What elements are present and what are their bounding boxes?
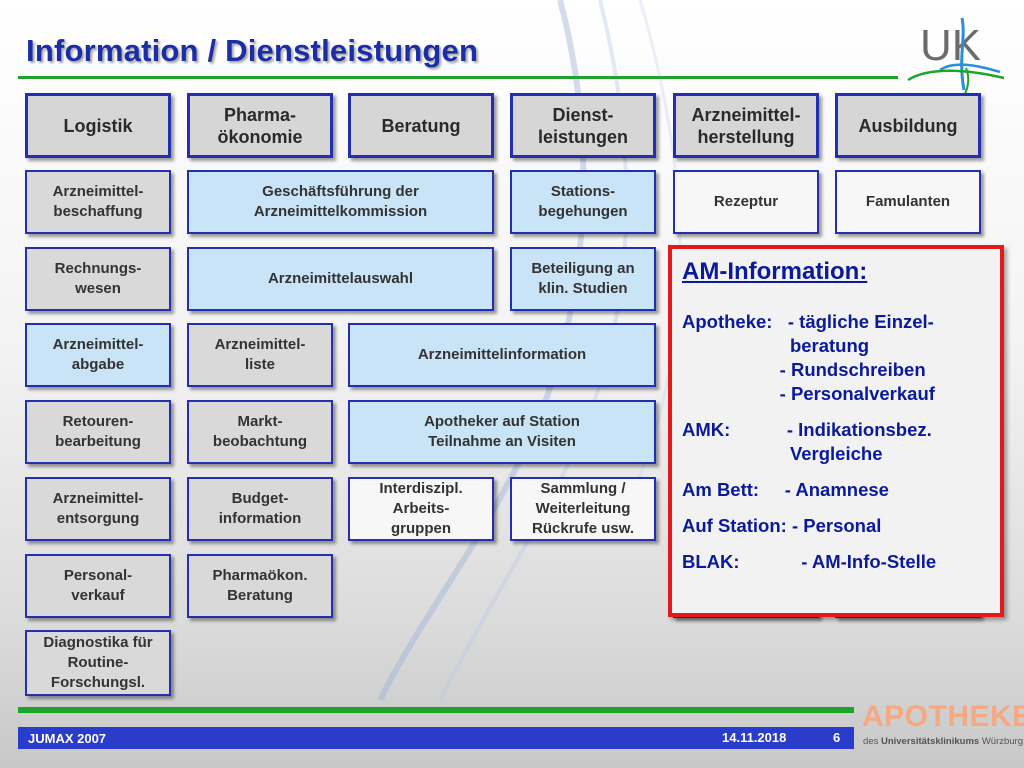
box-interdisziplinaer: Interdiszipl. Arbeits- gruppen — [348, 477, 494, 541]
box-abgabe: Arzneimittel- abgabe — [25, 323, 171, 387]
column-ausbildung: Ausbildung — [835, 93, 981, 158]
box-rechnungswesen: Rechnungs- wesen — [25, 247, 171, 311]
box-budget: Budget- information — [187, 477, 333, 541]
am-information-panel: AM-Information: Apotheke: - tägliche Ein… — [668, 245, 1004, 617]
box-liste: Arzneimittel- liste — [187, 323, 333, 387]
apotheke-logo-word: APOTHEKE — [862, 700, 1024, 733]
column-herstellung: Arzneimittel- herstellung — [673, 93, 819, 158]
am-line: - Rundschreiben — [682, 359, 926, 380]
apotheke-logo: APOTHEKE des Universitätsklinikums Würzb… — [862, 700, 1024, 750]
box-marktbeobachtung: Markt- beobachtung — [187, 400, 333, 464]
uk-logo-text: UK — [920, 21, 981, 70]
am-line: Vergleiche — [682, 443, 883, 464]
footer-date: 14.11.2018 — [722, 730, 787, 745]
box-sammlung: Sammlung / Weiterleitung Rückrufe usw. — [510, 477, 656, 541]
box-pharmaoekon-beratung: Pharmaökon. Beratung — [187, 554, 333, 618]
footer-label: JUMAX 2007 — [28, 731, 107, 746]
box-studien: Beteiligung an klin. Studien — [510, 247, 656, 311]
title-underline — [18, 76, 898, 79]
apotheke-logo-subtitle: des Universitätsklinikums Würzburg — [863, 736, 1023, 747]
box-apotheker-station: Apotheker auf Station Teilnahme an Visit… — [348, 400, 656, 464]
box-retouren: Retouren- bearbeitung — [25, 400, 171, 464]
am-line: beratung — [682, 335, 870, 356]
column-beratung: Beratung — [348, 93, 494, 158]
page-title: Information / Dienstleistungen — [26, 33, 479, 68]
box-arzneimittelauswahl: Arzneimittelauswahl — [187, 247, 494, 311]
page-number: 6 — [833, 730, 841, 745]
am-line: Apotheke: - tägliche Einzel- — [682, 311, 934, 332]
box-rezeptur: Rezeptur — [673, 170, 819, 234]
am-line: BLAK: - AM-Info-Stelle — [682, 551, 937, 572]
box-stationsbegehungen: Stations- begehungen — [510, 170, 656, 234]
box-famulanten: Famulanten — [835, 170, 981, 234]
am-line: Am Bett: - Anamnese — [682, 479, 889, 500]
uk-logo: UK — [907, 17, 1005, 97]
column-dienstleistungen: Dienst- leistungen — [510, 93, 656, 158]
box-beschaffung: Arzneimittel- beschaffung — [25, 170, 171, 234]
am-line: AMK: - Indikationsbez. — [682, 419, 932, 440]
apotheke-subtitle-name: Universitätsklinikums — [880, 736, 980, 747]
am-information-title: AM-Information: — [682, 258, 868, 285]
footer-green-bar — [18, 707, 854, 713]
apotheke-subtitle-city: Würzburg — [981, 736, 1024, 747]
box-arzneimittelinformation: Arzneimittelinformation — [348, 323, 656, 387]
apotheke-subtitle-prefix: des — [863, 736, 879, 747]
box-diagnostika: Diagnostika für Routine- Forschungsl. — [25, 630, 171, 696]
box-personalverkauf: Personal- verkauf — [25, 554, 171, 618]
column-pharmaoekonomie: Pharma- ökonomie — [187, 93, 333, 158]
am-line: Auf Station: - Personal — [682, 515, 882, 536]
box-entsorgung: Arzneimittel- entsorgung — [25, 477, 171, 541]
column-logistik: Logistik — [25, 93, 171, 158]
am-line: - Personalverkauf — [682, 383, 935, 404]
box-geschaeftsfuehrung: Geschäftsführung der Arzneimittelkommiss… — [187, 170, 494, 234]
footer-blue-bar: JUMAX 2007 14.11.2018 6 — [18, 727, 854, 749]
